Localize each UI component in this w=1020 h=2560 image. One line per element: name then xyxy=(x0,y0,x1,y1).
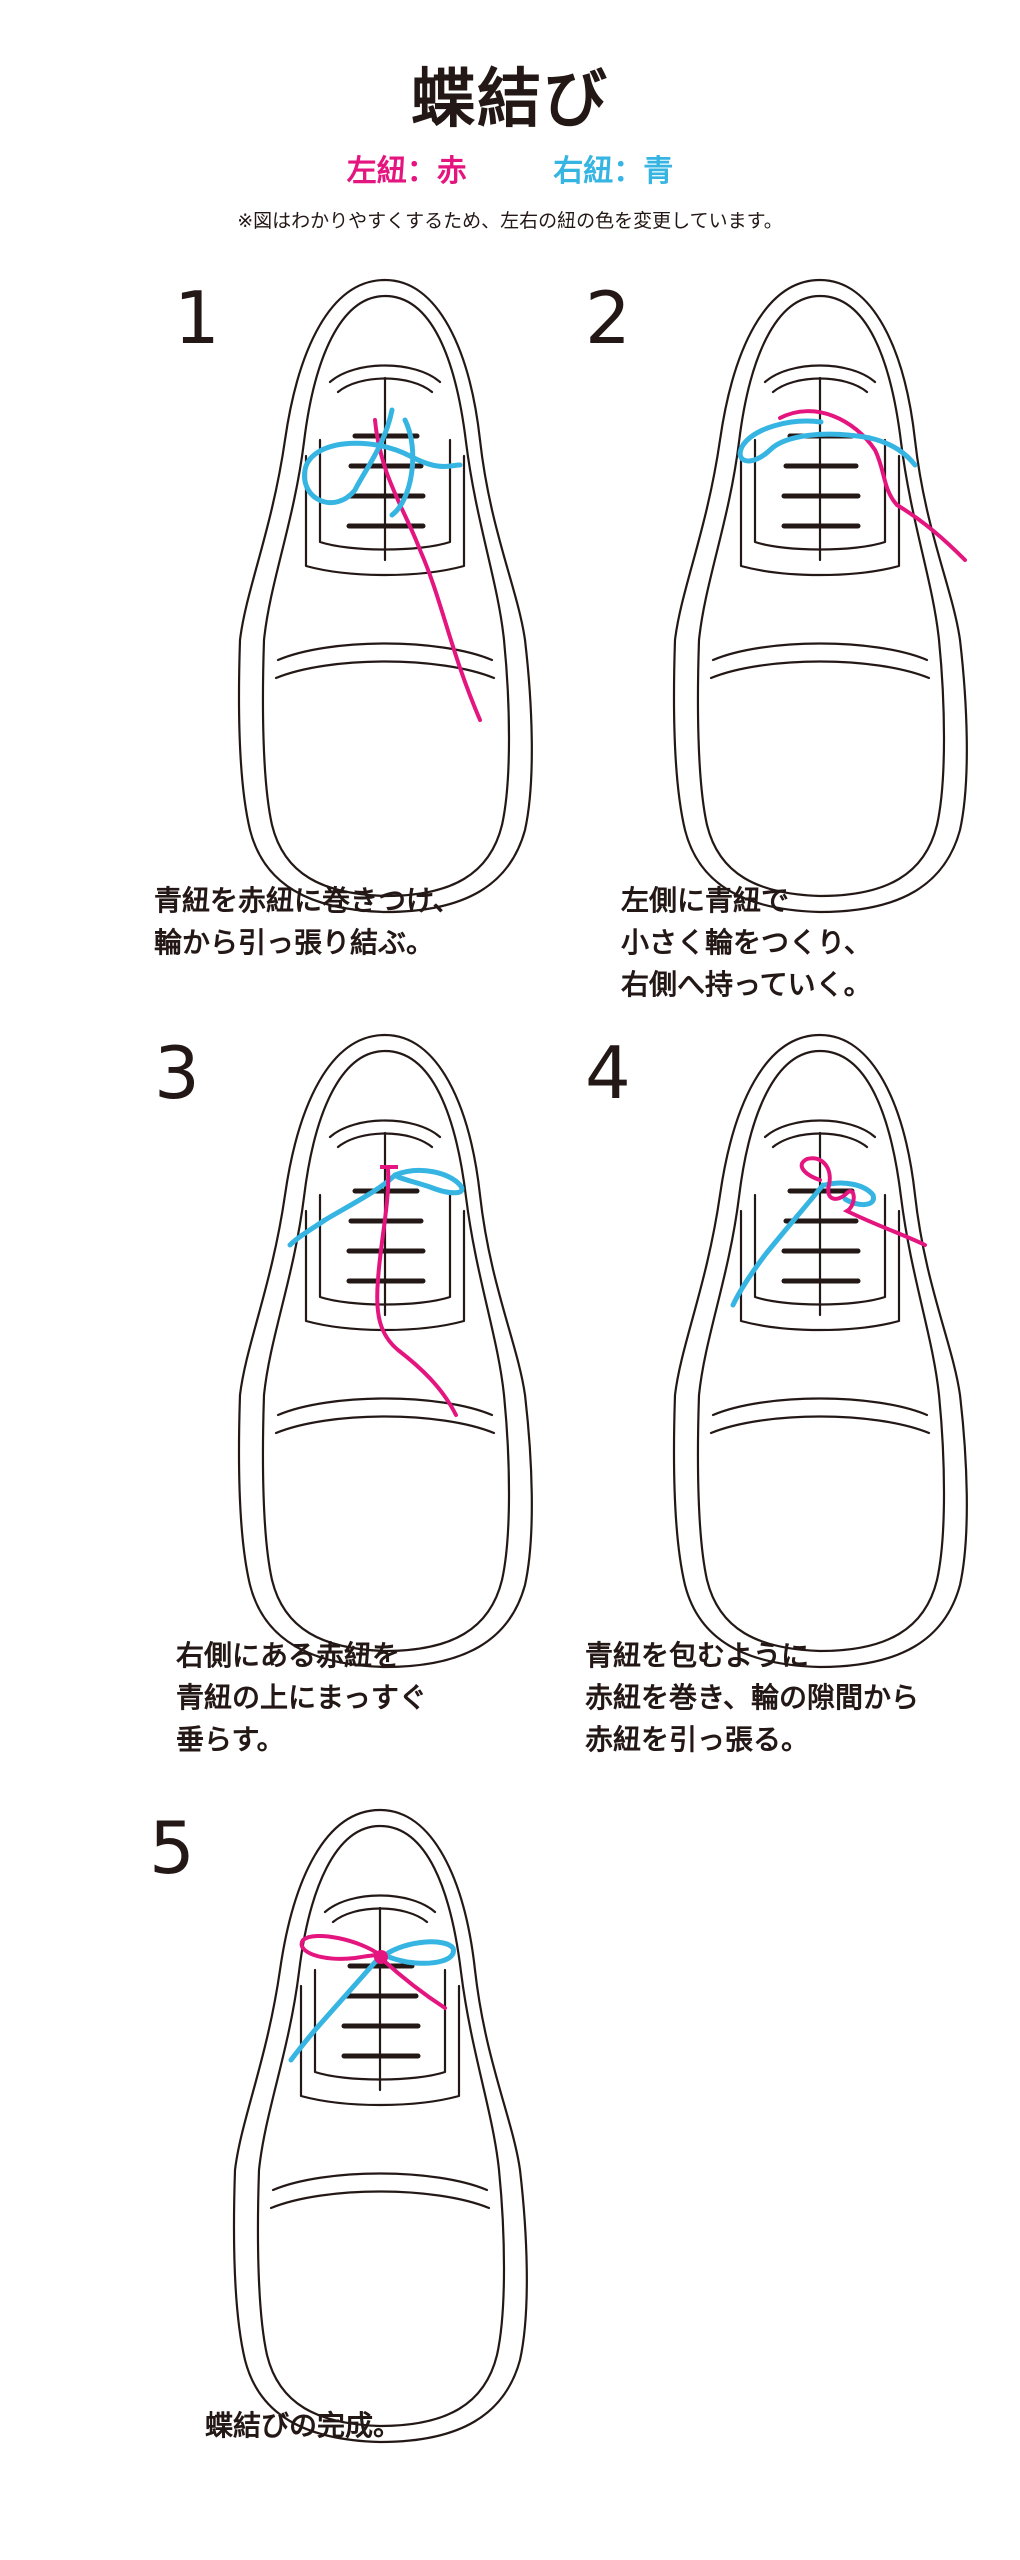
step-2-diagram xyxy=(585,260,1020,880)
step-3: 3 右側にある赤紐を 青紐の上にまっすぐ 垂らす。 xyxy=(150,1015,590,1775)
step-caption: 青紐を包むように 赤紐を巻き、輪の隙間から 赤紐を引っ張る。 xyxy=(585,1639,920,1756)
blue-lace xyxy=(287,1167,465,1248)
step-4: 4 青紐を包むように 赤紐を巻き、輪の隙間から 赤紐を引っ張る。 xyxy=(585,1015,1020,1775)
step-caption: 青紐を赤紐に巻きつけ、 輪から引っ張り結ぶ。 xyxy=(154,884,461,959)
legend-left-red: 左紐：赤 xyxy=(346,154,467,189)
step-5: 5 蝶結びの完成。 xyxy=(145,1790,585,2550)
color-legend: 左紐：赤 右紐：青 xyxy=(0,146,1020,190)
step-5-diagram xyxy=(145,1790,585,2410)
step-1: 1 青紐を赤紐に巻きつけ、 輪から引っ張り結ぶ。 xyxy=(150,260,590,1020)
page-title: 蝶結び xyxy=(411,63,609,137)
step-number: 5 xyxy=(149,1806,195,1890)
step-caption: 右側にある赤紐を 青紐の上にまっすぐ 垂らす。 xyxy=(176,1639,427,1756)
blue-lace xyxy=(730,1180,876,1308)
legend-right-blue: 右紐：青 xyxy=(553,154,674,189)
red-lace xyxy=(373,418,482,722)
red-lace xyxy=(799,1156,927,1247)
blue-lace xyxy=(737,418,918,468)
step-1-diagram xyxy=(150,260,590,880)
red-lace xyxy=(778,409,967,562)
step-number: 1 xyxy=(174,276,220,360)
step-number: 2 xyxy=(585,276,631,360)
blue-lace xyxy=(288,1939,456,2063)
step-caption: 左側に青紐で 小さく輪をつくり、 右側へ持っていく。 xyxy=(621,884,872,1001)
step-caption: 蝶結びの完成。 xyxy=(205,2409,402,2442)
blue-lace xyxy=(302,407,463,518)
red-lace xyxy=(299,1933,447,2010)
step-4-diagram xyxy=(585,1015,1020,1635)
red-lace xyxy=(375,1168,458,1417)
step-number: 3 xyxy=(154,1031,200,1115)
step-2: 2 左側に青紐で 小さく輪をつくり、 右側へ持っていく。 xyxy=(585,260,1020,1020)
step-3-diagram xyxy=(150,1015,590,1635)
color-note: ※図はわかりやすくするため、左右の紐の色を変更しています。 xyxy=(237,210,783,232)
step-number: 4 xyxy=(585,1031,631,1115)
